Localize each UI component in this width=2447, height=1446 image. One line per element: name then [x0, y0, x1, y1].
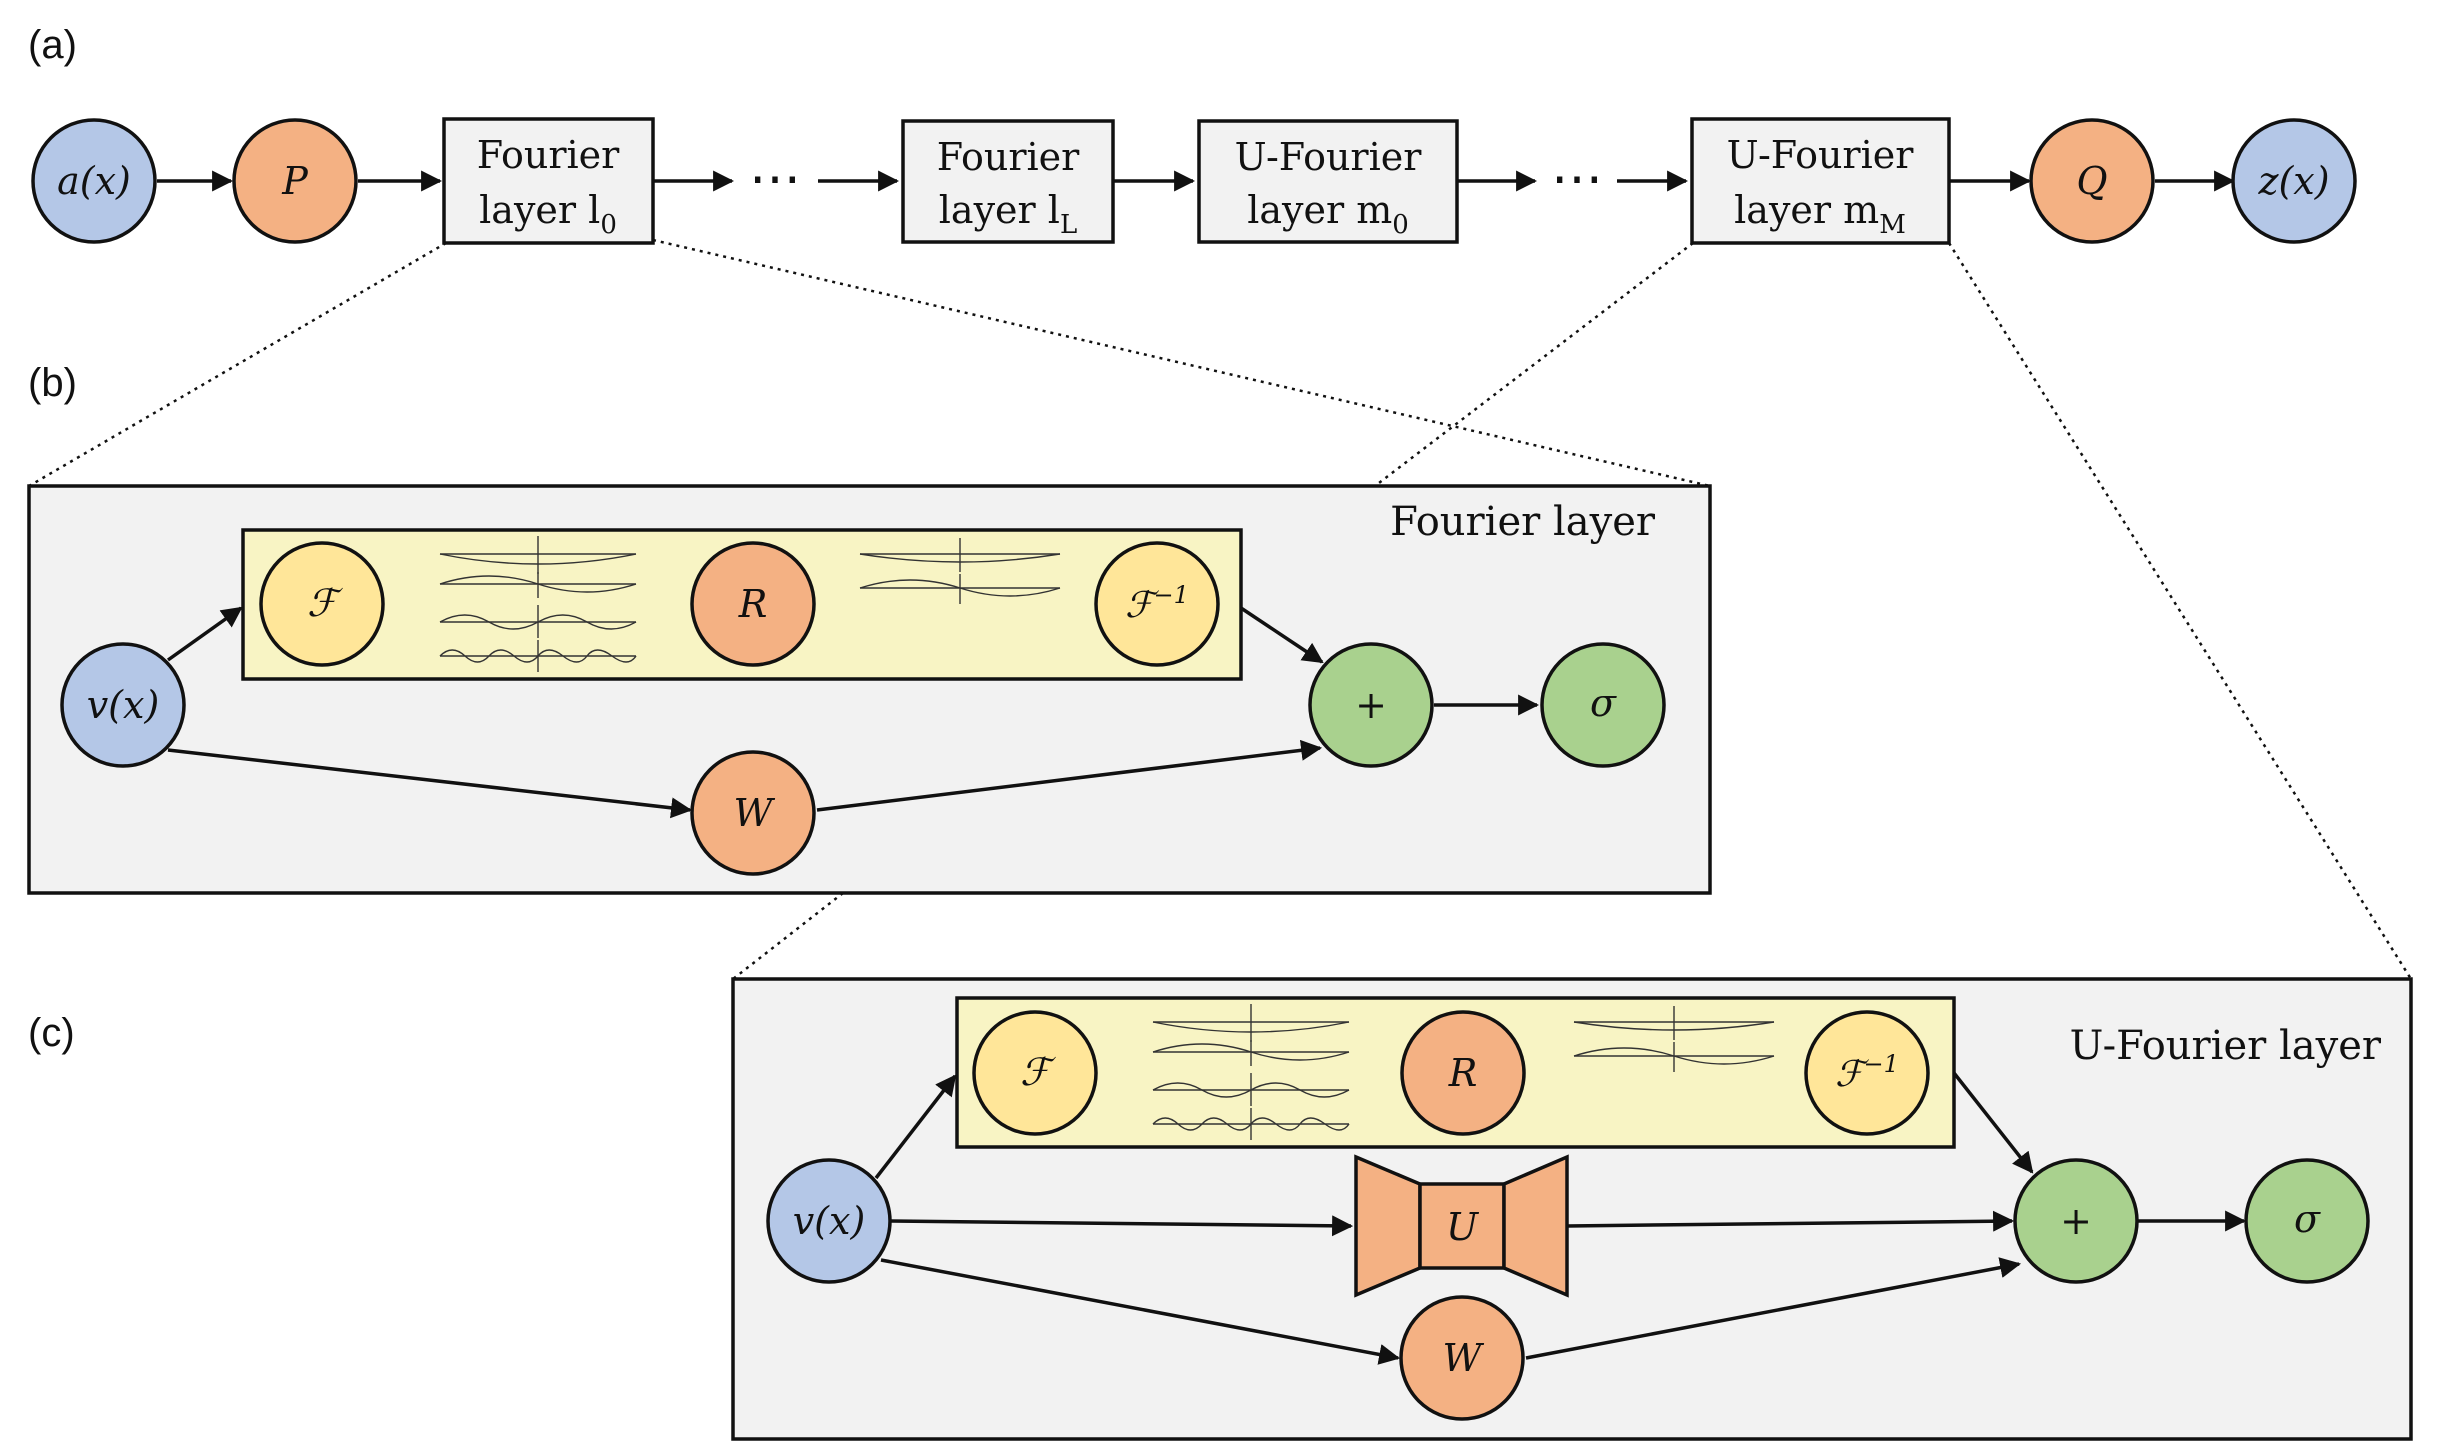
node-c-fourier: ℱ [972, 1010, 1098, 1136]
edge-c-input-to-u [890, 1215, 1354, 1237]
node-p: P [232, 118, 358, 244]
zoom-line-l0-right [652, 238, 1711, 488]
block-l0-line1: Fourier [477, 133, 620, 177]
block-lL-line2: layer lL [939, 188, 1077, 240]
panel-b-title: Fourier layer [1390, 499, 1656, 545]
block-l0-line2: layer l0 [479, 188, 617, 240]
edge-b-band-to-sum [1240, 606, 1324, 664]
edge-c-input-to-band [874, 1074, 957, 1180]
node-b-input-v-label: v(x) [87, 683, 160, 727]
node-c-sum-label: + [2060, 1199, 2092, 1243]
panel-c-edges [874, 1071, 2247, 1365]
edge-c-w-to-sum [1525, 1257, 2022, 1360]
zoom-line-b-to-c [732, 892, 844, 980]
wave-sketch-c4 [1152, 1108, 1350, 1140]
block-lL-line1: Fourier [937, 135, 1080, 179]
node-q-label: Q [2076, 159, 2107, 203]
wave-sketch-4 [439, 640, 637, 672]
node-c-filter-r: R [1400, 1010, 1526, 1136]
edge-c-u-to-sum [1566, 1210, 2015, 1232]
node-p-label: P [281, 159, 309, 203]
edge-b-input-to-w [167, 748, 693, 819]
node-c-input-v-label: v(x) [793, 1199, 866, 1243]
wave-sketch-1 [439, 536, 637, 574]
panel-b-mode-sketches [439, 536, 1061, 672]
panel-c-label: (c) [28, 1011, 75, 1055]
wave-sketch-c6 [1573, 1042, 1775, 1072]
panel-b-edges [166, 606, 1540, 819]
block-fourier-layer-lL: Fourier layer lL [901, 119, 1115, 244]
ellipsis-2: ⋯ [1551, 149, 1603, 209]
node-input-a-label: a(x) [57, 159, 131, 203]
ellipsis-1: ⋯ [749, 149, 801, 209]
zoom-line-l0-left [28, 241, 447, 488]
wave-sketch-3 [439, 605, 637, 638]
node-c-unet-label: U [1446, 1205, 1480, 1249]
node-c-activation-label: σ [2294, 1197, 2321, 1241]
edge-b-input-to-band [166, 606, 243, 662]
block-mM-line1: U-Fourier [1727, 133, 1915, 177]
node-b-inverse-fourier: ℱ−1 [1094, 541, 1220, 667]
node-b-filter-r-label: R [738, 582, 768, 626]
node-b-sum: + [1308, 642, 1434, 768]
edge-b-w-to-sum [816, 739, 1323, 812]
wave-sketch-c2 [1152, 1040, 1350, 1066]
block-m0-line2: layer m0 [1247, 188, 1409, 240]
wave-sketch-c1 [1152, 1004, 1350, 1042]
node-b-weight-w: W [690, 750, 816, 876]
edge-c-input-to-w [880, 1258, 1401, 1365]
panel-b-label: (b) [28, 361, 77, 405]
node-c-input-v: v(x) [766, 1158, 892, 1284]
panel-c-title: U-Fourier layer [2070, 1023, 2382, 1069]
unet-bottleneck-shape [1418, 1182, 1506, 1270]
block-u-fourier-layer-m0: U-Fourier layer m0 [1197, 119, 1459, 244]
panel-a-label: (a) [28, 23, 77, 67]
panel-c-mode-sketches [1152, 1004, 1775, 1140]
node-b-activation-label: σ [1590, 681, 1617, 725]
wave-sketch-5 [859, 538, 1061, 572]
wave-sketch-c5 [1573, 1006, 1775, 1040]
node-c-unet-block: U [1354, 1154, 1569, 1298]
block-u-fourier-layer-mM: U-Fourier layer mM [1690, 117, 1951, 245]
node-q: Q [2029, 118, 2155, 244]
node-c-weight-w: W [1399, 1295, 1525, 1421]
block-mM-line2: layer mM [1734, 188, 1906, 240]
node-b-weight-w-label: W [733, 791, 775, 835]
node-b-filter-r: R [690, 541, 816, 667]
node-b-sum-label: + [1355, 683, 1387, 727]
node-output-z-label: z(x) [2257, 159, 2329, 203]
wave-sketch-2 [439, 572, 637, 598]
node-c-activation: σ [2244, 1158, 2370, 1284]
node-c-filter-r-label: R [1448, 1051, 1478, 1095]
wave-sketch-6 [859, 574, 1061, 604]
node-c-sum: + [2013, 1158, 2139, 1284]
unet-decoder-shape [1502, 1154, 1569, 1298]
node-c-inverse-fourier: ℱ−1 [1804, 1010, 1930, 1136]
edge-c-band-to-sum [1952, 1071, 2034, 1174]
zoom-line-mM-to-b [1374, 242, 1694, 487]
zoom-guides [28, 238, 2413, 980]
node-input-a: a(x) [31, 118, 157, 244]
node-b-activation: σ [1540, 642, 1666, 768]
block-fourier-layer-l0: Fourier layer l0 [442, 117, 655, 245]
node-output-z: z(x) [2231, 118, 2357, 244]
zoom-line-mM-right [1947, 242, 2413, 980]
node-b-fourier: ℱ [259, 541, 385, 667]
node-b-input-v: v(x) [60, 642, 186, 768]
wave-sketch-c3 [1152, 1073, 1350, 1106]
block-m0-line1: U-Fourier [1235, 135, 1423, 179]
node-c-weight-w-label: W [1442, 1336, 1484, 1380]
